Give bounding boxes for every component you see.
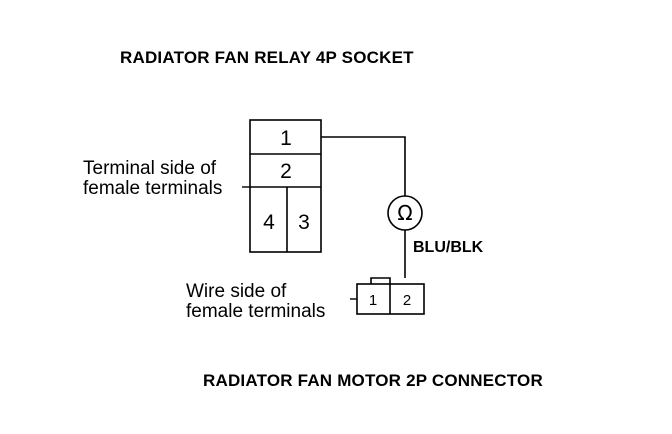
relay-socket <box>249 119 322 253</box>
relay-pin-2: 2 <box>280 160 292 183</box>
motor-pin-1: 1 <box>369 292 377 309</box>
relay-pin-4: 4 <box>263 211 275 234</box>
terminal-side-label-line1: Terminal side of <box>83 158 217 179</box>
relay-socket-title: RADIATOR FAN RELAY 4P SOCKET <box>120 48 414 67</box>
terminal-side-label-line2: female terminals <box>83 178 222 199</box>
relay-socket-outline <box>249 119 322 253</box>
motor-connector-title: RADIATOR FAN MOTOR 2P CONNECTOR <box>203 371 543 390</box>
wire-color-label: BLU/BLK <box>413 239 484 256</box>
connector-latch <box>370 277 391 284</box>
relay-pin-3: 3 <box>298 211 310 234</box>
wire-relay-to-meter <box>321 136 406 196</box>
motor-pin-2: 2 <box>403 292 411 309</box>
wire-side-label-line1: Wire side of <box>186 281 287 302</box>
motor-connector <box>356 277 425 315</box>
test-wire <box>321 136 406 278</box>
relay-pin-1: 1 <box>280 127 292 150</box>
wire-side-label-line2: female terminals <box>186 301 325 322</box>
ohm-symbol: Ω <box>397 201 412 225</box>
ohmmeter-icon <box>387 195 423 231</box>
